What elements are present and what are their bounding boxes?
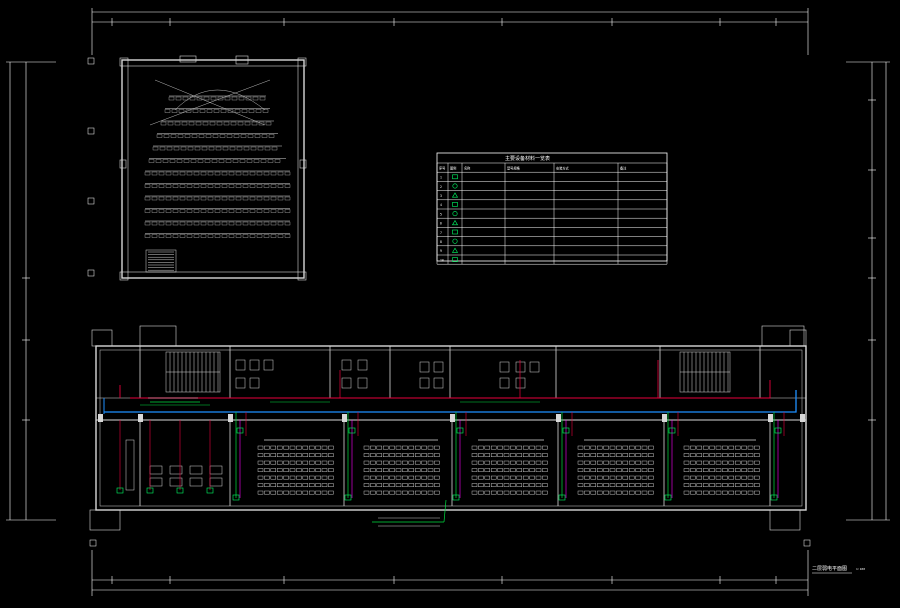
right-dimension-chain	[846, 61, 890, 521]
legend-header-cell: 安装方式	[556, 166, 570, 171]
legend-header-cell: 备注	[620, 166, 627, 171]
wiring-trunk	[103, 360, 797, 414]
legend-cell-no: 8	[440, 240, 442, 244]
legend-symbol-icon	[451, 247, 459, 253]
drawing-scale: 1:100	[856, 567, 865, 571]
equipment-legend-table: 主要设备材料一览表 序号图例 名称 型号规格 安装方式 备注 1 2 3 4 5 6 7 8 9 10	[436, 152, 668, 265]
legend-symbol-icon	[452, 238, 458, 244]
legend-cell-no: 6	[440, 222, 442, 226]
top-dimension-chain	[91, 8, 809, 55]
wiring-branch-drops	[116, 412, 785, 501]
grid-axis-markers	[87, 57, 811, 547]
legend-header-cell: 名称	[464, 166, 471, 171]
lecture-hall-plan	[119, 55, 307, 281]
drawing-title: 二层弱电平面图	[812, 565, 847, 572]
annotation-text-lines	[148, 397, 440, 527]
legend-symbol-icon	[452, 183, 458, 189]
legend-header-cell: 型号规格	[507, 166, 521, 171]
legend-cell-no: 10	[440, 258, 444, 262]
legend-cell-no: 3	[440, 194, 442, 198]
legend-cell-no: 1	[440, 176, 442, 180]
legend-symbol-icon	[451, 220, 459, 226]
legend-cell-no: 9	[440, 249, 442, 253]
legend-symbol-icon	[452, 257, 458, 262]
left-dimension-chain	[6, 61, 56, 521]
legend-symbol-icon	[451, 192, 459, 198]
legend-cell-no: 7	[440, 231, 442, 235]
legend-symbol-icon	[452, 174, 458, 180]
columns	[98, 414, 805, 422]
bottom-dimension-chain	[91, 550, 809, 596]
lead-out-annotation	[150, 401, 447, 523]
main-floor-plan	[89, 325, 807, 531]
legend-header-cell: 序号	[439, 166, 445, 171]
drawing-title-block: 二层弱电平面图 1:100	[812, 565, 865, 574]
legend-symbol-icon	[452, 229, 458, 235]
legend-cell-no: 5	[440, 212, 442, 216]
legend-cell-no: 2	[440, 185, 442, 189]
legend-title: 主要设备材料一览表	[505, 155, 550, 162]
legend-cell-no: 4	[440, 203, 442, 207]
legend-header-cell: 图例	[450, 166, 456, 171]
lecture-hall-seat-rows	[144, 95, 291, 238]
legend-symbol-icon	[452, 202, 458, 207]
legend-symbol-icon	[452, 211, 458, 217]
